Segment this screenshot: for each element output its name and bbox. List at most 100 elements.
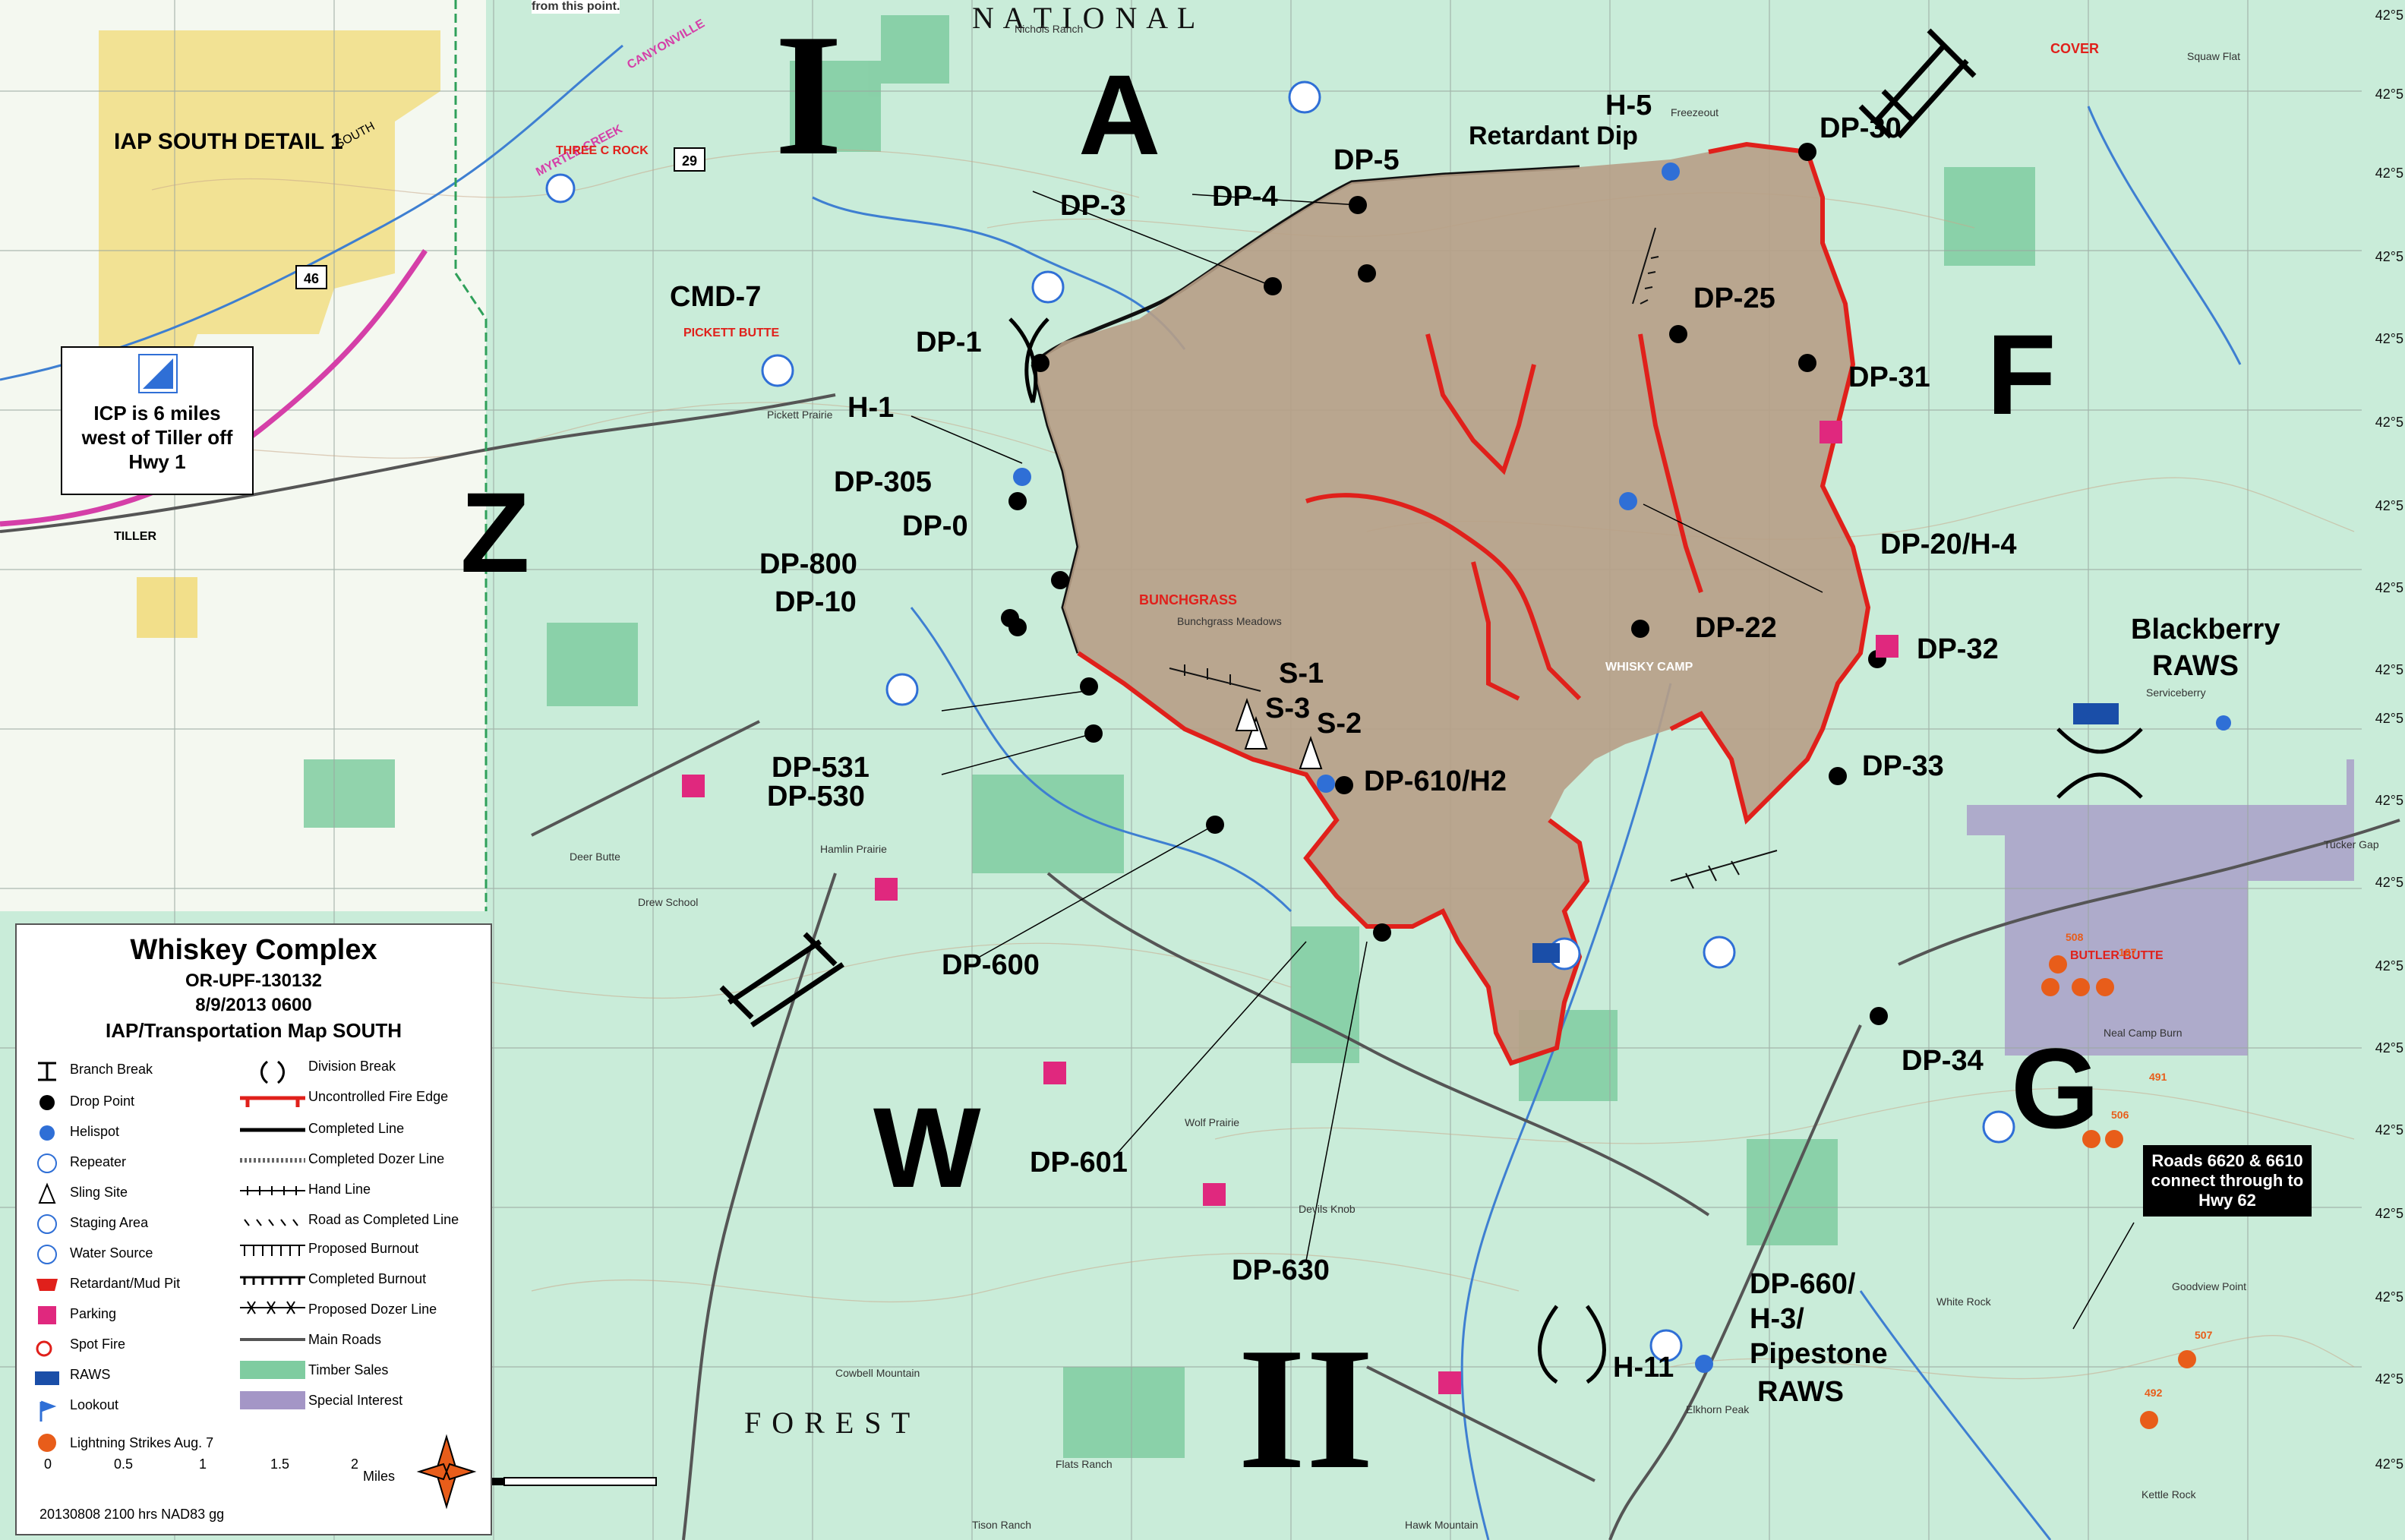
legend-item-label: Sling Site <box>70 1185 128 1200</box>
drop-point-icon <box>1008 492 1027 510</box>
legend-subtitle: IAP/Transportation Map SOUTH <box>105 1019 402 1042</box>
lat-tick: 42°5 <box>2375 498 2403 513</box>
dp-0-label: DP-0 <box>902 510 968 542</box>
staging-area-icon <box>37 1214 57 1234</box>
lat-tick: 42°5 <box>2375 8 2403 23</box>
road-completed-icon <box>244 1219 298 1226</box>
s-2-label: S-2 <box>1317 708 1362 740</box>
water-source-icon <box>1982 1110 2015 1144</box>
elkhorn-peak-label: Elkhorn Peak <box>1686 1403 1750 1415</box>
water-source-icon <box>37 1245 57 1264</box>
water-source-icon <box>1649 1329 1683 1362</box>
dp-22-label: DP-22 <box>1695 612 1777 644</box>
repeater-icon <box>37 1153 57 1173</box>
completed-burnout-icon <box>240 1276 305 1285</box>
forest-boundary <box>454 0 488 911</box>
lat-tick: 42°5 <box>2375 415 2403 430</box>
legend-title: Whiskey Complex <box>130 934 377 966</box>
lat-tick: 42°5 <box>2375 711 2403 726</box>
lat-tick: 42°5 <box>2375 1206 2403 1221</box>
lat-tick: 42°5 <box>2375 1040 2403 1056</box>
serviceberry-label: Serviceberry <box>2146 686 2206 699</box>
scale-tick-label: 0.5 <box>114 1456 134 1472</box>
drop-point-icon <box>1358 264 1376 282</box>
bunchgrass-meadows-label: Bunchgrass Meadows <box>1177 615 1282 627</box>
lightning-strike-icon <box>2082 1130 2100 1148</box>
hawk-mountain-label: Hawk Mountain <box>1405 1519 1479 1531</box>
lightning-strike-icon <box>2140 1411 2158 1429</box>
drop-points <box>1001 143 1888 1025</box>
lat-tick: 42°5 <box>2375 793 2403 808</box>
parking-icon <box>1043 1062 1066 1084</box>
sling-sites <box>1235 697 1323 769</box>
special-interest-icon <box>240 1391 305 1409</box>
uncontrolled-fire-edge <box>1077 141 1871 1066</box>
lightning-strike-icon <box>2178 1350 2196 1368</box>
scale-tick-label: 1.5 <box>270 1456 290 1472</box>
legend-incident-number: OR-UPF-130132 <box>185 970 323 991</box>
parking-icon <box>1876 635 1898 658</box>
deer-butte-label: Deer Butte <box>570 850 620 863</box>
legend-item-label: Branch Break <box>70 1062 153 1077</box>
division-break-icon <box>1008 317 2143 1384</box>
s-3-label: S-3 <box>1265 693 1311 724</box>
icp-icon <box>138 354 178 393</box>
legend-item-label: Completed Line <box>308 1121 405 1136</box>
flats-ranch-label: Flats Ranch <box>1056 1458 1113 1470</box>
dp-20-h4-label: DP-20/H-4 <box>1880 529 2017 560</box>
legend-symbols-right <box>240 1060 305 1409</box>
legend-item-label: Timber Sales <box>308 1362 389 1377</box>
drop-point-icon <box>1870 1007 1888 1025</box>
special-interest-area <box>1967 759 2354 1056</box>
drop-point-icon <box>1798 354 1816 372</box>
whisky-camp-label: WHISKY CAMP <box>1605 661 1693 674</box>
legend-item-label: Completed Burnout <box>308 1271 427 1286</box>
timber-sales-icon <box>240 1361 305 1379</box>
sling-site-icon <box>1299 735 1323 769</box>
legend-item-label: Lookout <box>70 1397 119 1412</box>
private-land-area <box>137 577 197 638</box>
h-5-label: H-5 <box>1605 90 1652 121</box>
dp-4-label: DP-4 <box>1212 181 1278 213</box>
water-source-icon <box>545 173 576 204</box>
division-letter-W: W <box>873 1084 981 1211</box>
water-source-icon <box>1031 270 1065 304</box>
dp-530-label: DP-530 <box>767 781 865 813</box>
lightning-strike-icon <box>2096 978 2114 996</box>
fire-perimeter-area <box>1033 144 1868 1063</box>
drop-point-icon <box>1829 767 1847 785</box>
icp-note: ICP is 6 miles west of Tiller off Hwy 1 <box>81 402 233 473</box>
legend-item-label: Completed Dozer Line <box>308 1151 445 1166</box>
sling-site-icon <box>1235 697 1259 731</box>
repeater-icon <box>761 354 794 387</box>
pickett-butte-label: PICKETT BUTTE <box>683 327 780 339</box>
parking-icon <box>1820 421 1842 443</box>
parking-icon <box>1203 1183 1226 1206</box>
sling-site-icon <box>1244 715 1268 749</box>
dp-10-label: DP-10 <box>775 586 857 618</box>
lat-tick: 42°5 <box>2375 580 2403 595</box>
dp-531-label: DP-531 <box>772 752 870 784</box>
freezeout-label: Freezeout <box>1671 106 1719 118</box>
wolf-prairie-label: Wolf Prairie <box>1185 1116 1240 1128</box>
dp-600-label: DP-600 <box>942 949 1040 981</box>
legend-item-label: Hand Line <box>308 1182 371 1197</box>
drop-point-icon <box>1008 618 1027 636</box>
blackberry-label: Blackberry <box>2131 614 2280 645</box>
lat-tick: 42°5 <box>2375 331 2403 346</box>
national-forest-label: N A T I O N A L <box>972 1 1198 35</box>
dp-33-label: DP-33 <box>1862 750 1944 782</box>
lightning-strike-icon <box>38 1434 56 1452</box>
legend-item-label: Parking <box>70 1306 117 1321</box>
scale-tick-label: 0 <box>44 1456 52 1472</box>
legend-item-label: Uncontrolled Fire Edge <box>308 1089 449 1104</box>
kettle-rock-label: Kettle Rock <box>2141 1488 2196 1501</box>
lightning-strike-icon <box>2072 978 2090 996</box>
retardant-pit-icon <box>36 1279 58 1291</box>
parking-symbols <box>682 421 1898 1394</box>
dp-34-label: DP-34 <box>1902 1045 1984 1077</box>
division-letter-F: F <box>1987 311 2056 438</box>
legend-item-label: Water Source <box>70 1245 153 1261</box>
lightning-value-label: 506 <box>2111 1109 2129 1121</box>
